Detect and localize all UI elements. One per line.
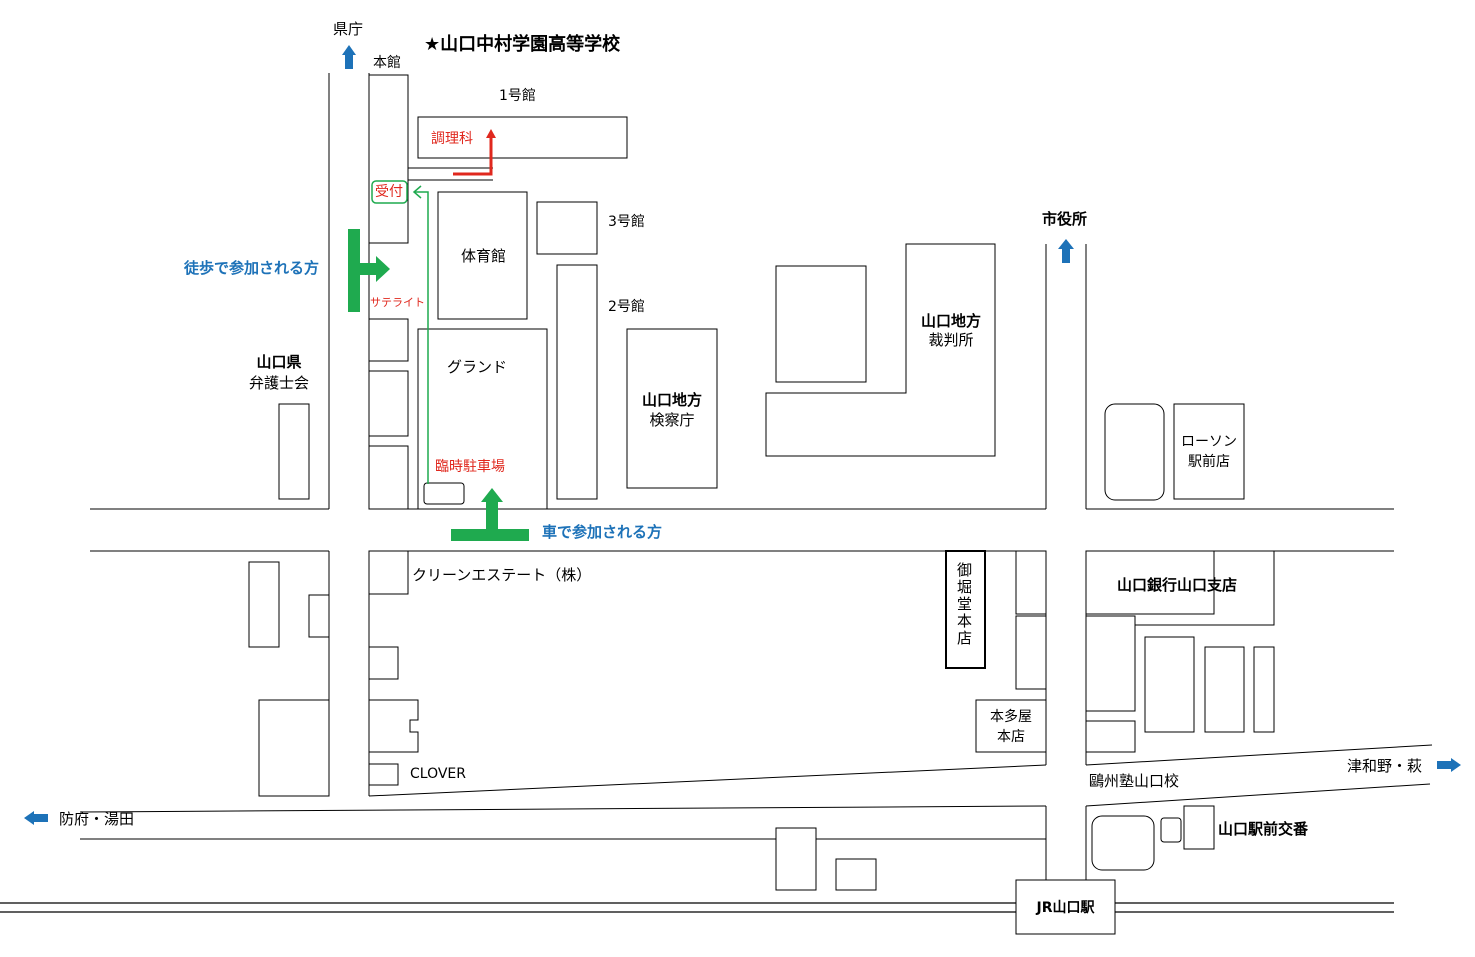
walk-access-label: 徒歩で参加される方 xyxy=(184,259,320,277)
building-2-label: 2号館 xyxy=(608,299,645,315)
court-label-2: 裁判所 xyxy=(928,331,974,349)
page-title: ★山口中村学園高等学校 xyxy=(424,34,621,55)
reception-label: 受付 xyxy=(375,184,403,200)
hondaya-label-1: 本多屋 xyxy=(990,709,1032,725)
car-access-marker xyxy=(451,488,529,541)
temp-parking-label: 臨時駐車場 xyxy=(435,459,505,475)
gym xyxy=(437,191,528,320)
gym-label: 体育館 xyxy=(461,247,507,265)
clean-estate-label: クリーンエステート（株） xyxy=(412,566,592,584)
bar-association-label-2: 弁護士会 xyxy=(248,374,309,392)
reception-box xyxy=(371,180,408,204)
prefecture-office-label: 県庁 xyxy=(333,20,364,38)
station-building xyxy=(1015,879,1116,935)
city-hall-label: 市役所 xyxy=(1042,210,1088,228)
lawson-label-1: ローソン xyxy=(1181,434,1237,450)
koban-label: 山口駅前交番 xyxy=(1218,820,1309,838)
walk-route xyxy=(414,191,429,484)
east-direction-label: 津和野・萩 xyxy=(1347,757,1423,775)
city-hall-arrow-up-icon xyxy=(1058,239,1074,263)
bank-label: 山口銀行山口支店 xyxy=(1117,576,1238,594)
building-3 xyxy=(536,201,598,255)
west-direction-label: 防府・湯田 xyxy=(59,810,135,828)
prefecture-arrow-up-icon xyxy=(342,45,356,69)
building-2 xyxy=(556,264,598,500)
building-1 xyxy=(417,116,628,159)
mihori-label: 御堀堂本店 xyxy=(955,562,973,647)
juku-label: 鷗州塾山口校 xyxy=(1089,772,1180,790)
cooking-route xyxy=(453,137,493,176)
building-1-label: 1号館 xyxy=(499,88,536,104)
station-label: JR山口駅 xyxy=(1036,900,1095,916)
satellite-label: サテライト xyxy=(370,296,425,309)
railway xyxy=(0,902,1394,913)
building-3-label: 3号館 xyxy=(608,214,645,230)
court-label-1: 山口地方 xyxy=(920,312,981,330)
ground-label: グランド xyxy=(447,358,508,376)
cooking-dept-label: 調理科 xyxy=(431,131,473,147)
prosecutor-label-2: 検察庁 xyxy=(649,411,695,429)
ground xyxy=(417,328,548,510)
car-access-label: 車で参加される方 xyxy=(542,523,663,541)
hondaya-label-2: 本店 xyxy=(997,729,1025,745)
west-arrow-icon xyxy=(24,811,48,825)
main-building-label: 本館 xyxy=(373,55,401,71)
lawson-label-2: 駅前店 xyxy=(1188,454,1230,470)
bar-association-label-1: 山口県 xyxy=(256,353,302,371)
prosecutor-label-1: 山口地方 xyxy=(641,391,702,409)
building-outlines xyxy=(248,74,1275,935)
walk-access-marker xyxy=(348,229,390,312)
east-arrow-icon xyxy=(1437,758,1461,772)
main-building xyxy=(368,74,409,244)
clover-label: CLOVER xyxy=(410,766,466,782)
